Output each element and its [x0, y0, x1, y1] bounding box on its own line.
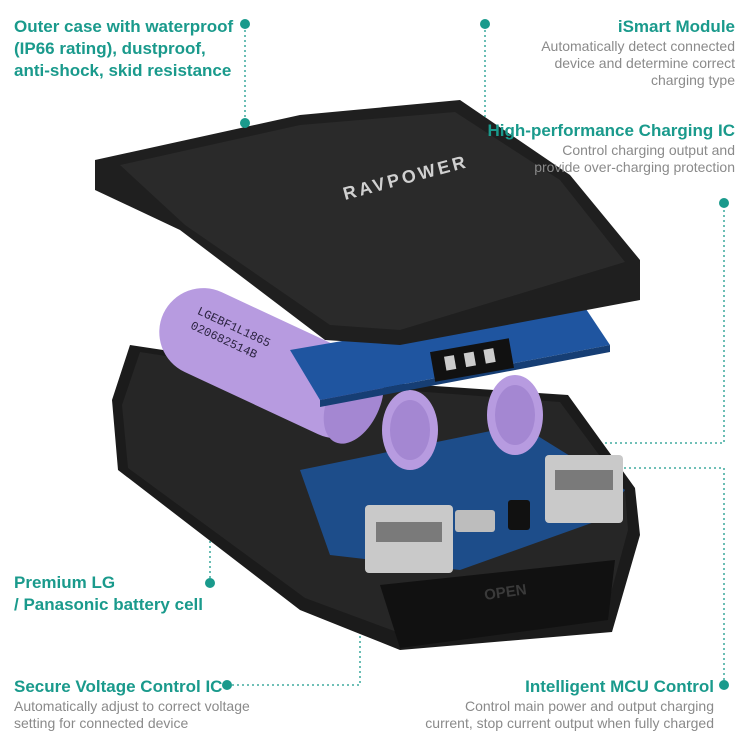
- callout-description: Automatically adjust to correct voltage …: [14, 698, 250, 731]
- callout-voltage-ic: Secure Voltage Control IC Automatically …: [14, 676, 304, 732]
- callout-ismart: iSmart Module Automatically detect conne…: [480, 16, 735, 89]
- callout-dot-mcu: [719, 680, 729, 690]
- callout-title: iSmart Module: [617, 17, 735, 36]
- top-lid: RAVPOWER: [95, 100, 640, 345]
- callout-title: Intelligent MCU Control: [525, 677, 714, 696]
- callout-title: High-performance Charging IC: [487, 121, 735, 140]
- callout-description: Automatically detect connected device an…: [541, 38, 735, 88]
- callout-mcu: Intelligent MCU Control Control main pow…: [354, 676, 714, 732]
- micro-usb-port: [455, 510, 495, 532]
- callout-dot-charging-ic: [719, 198, 729, 208]
- callout-dot-outer-case-end: [240, 118, 250, 128]
- callout-title: Premium LG / Panasonic battery cell: [14, 573, 203, 614]
- floating-pcb: [290, 300, 610, 407]
- main-pcb: [300, 425, 625, 573]
- callout-battery: Premium LG / Panasonic battery cell: [14, 572, 214, 616]
- callout-dot-battery: [205, 578, 215, 588]
- callout-dot-ismart: [480, 19, 490, 29]
- case-open-text: OPEN: [483, 581, 527, 604]
- callout-dot-outer-case: [240, 19, 250, 29]
- callout-dot-voltage-ic: [222, 680, 232, 690]
- callout-title: Outer case with waterproof (IP66 rating)…: [14, 17, 234, 80]
- callout-outer-case: Outer case with waterproof (IP66 rating)…: [14, 16, 239, 82]
- callout-title: Secure Voltage Control IC: [14, 677, 223, 696]
- callout-description: Control charging output and provide over…: [534, 142, 735, 175]
- callout-charging-ic: High-performance Charging IC Control cha…: [465, 120, 735, 176]
- callout-description: Control main power and output charging c…: [425, 698, 714, 731]
